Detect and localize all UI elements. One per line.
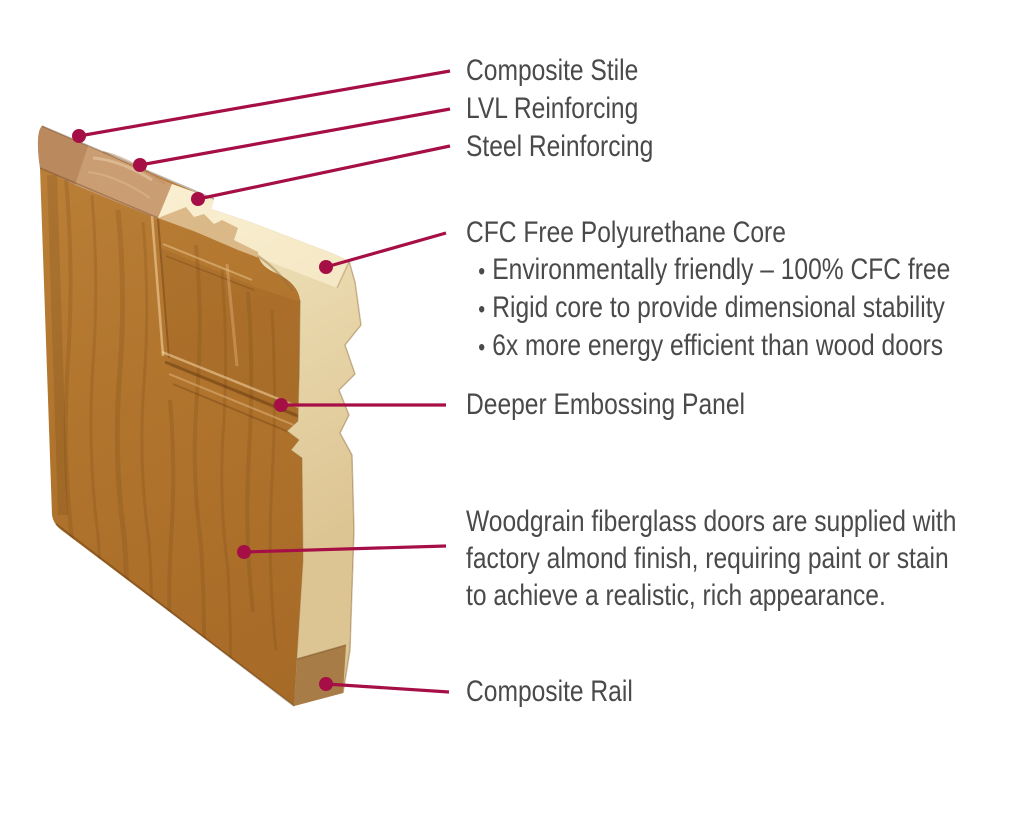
callout-dot-embossing-panel bbox=[274, 398, 288, 412]
door-core-top-surface bbox=[158, 184, 349, 288]
callout-dot-woodgrain bbox=[237, 545, 251, 559]
embossed-panel-moldings bbox=[150, 215, 309, 441]
callout-dot-composite-stile bbox=[72, 129, 86, 143]
door-edges bbox=[39, 125, 295, 707]
cfc-bullet-text: Environmentally friendly – 100% CFC free bbox=[492, 253, 951, 286]
callout-lines bbox=[72, 69, 451, 694]
woodgrain-note-line: Woodgrain fiberglass doors are supplied … bbox=[466, 505, 957, 538]
label-group-cfc-core: CFC Free Polyurethane Core •Environmenta… bbox=[466, 214, 950, 366]
callout-dot-composite-rail bbox=[319, 677, 333, 691]
bullet-icon: • bbox=[478, 296, 486, 323]
door-composite-rail bbox=[294, 645, 346, 706]
woodgrain-note-line: to achieve a realistic, rich appearance. bbox=[466, 579, 886, 612]
label-composite-stile: Composite Stile bbox=[466, 54, 639, 87]
callout-line-lvl-reinforcing bbox=[139, 107, 451, 167]
cfc-bullet-item: •Rigid core to provide dimensional stabi… bbox=[466, 290, 950, 328]
callout-line-woodgrain bbox=[243, 544, 447, 554]
label-cfc-core-heading: CFC Free Polyurethane Core bbox=[466, 216, 786, 249]
callout-dot-cfc-core bbox=[319, 260, 333, 274]
cfc-bullet-text: 6x more energy efficient than wood doors bbox=[492, 329, 944, 362]
callout-dot-lvl-reinforcing bbox=[133, 158, 147, 172]
cfc-bullet-text: Rigid core to provide dimensional stabil… bbox=[492, 291, 945, 324]
label-lvl-reinforcing: LVL Reinforcing bbox=[466, 92, 639, 125]
bullet-icon: • bbox=[478, 258, 486, 285]
callout-line-steel-reinforcing bbox=[197, 144, 451, 201]
callout-line-composite-stile bbox=[78, 69, 451, 138]
callout-dot-steel-reinforcing bbox=[191, 192, 205, 206]
label-steel-reinforcing: Steel Reinforcing bbox=[466, 130, 654, 163]
callout-line-cfc-core bbox=[325, 231, 447, 269]
label-woodgrain-note: Woodgrain fiberglass doors are supplied … bbox=[466, 503, 956, 614]
label-composite-rail: Composite Rail bbox=[466, 675, 633, 708]
callout-line-composite-rail bbox=[325, 682, 450, 694]
bullet-icon: • bbox=[478, 334, 486, 361]
woodgrain-note-line: factory almond finish, requiring paint o… bbox=[466, 542, 949, 575]
lvl-grain-streaks bbox=[87, 151, 166, 199]
door-core-cut-face bbox=[158, 184, 361, 706]
cfc-bullet-item: •Environmentally friendly – 100% CFC fre… bbox=[466, 252, 950, 290]
cfc-bullet-item: •6x more energy efficient than wood door… bbox=[466, 328, 950, 366]
rail-edge-line bbox=[296, 644, 347, 660]
label-deeper-embossing-panel: Deeper Embossing Panel bbox=[466, 388, 745, 421]
